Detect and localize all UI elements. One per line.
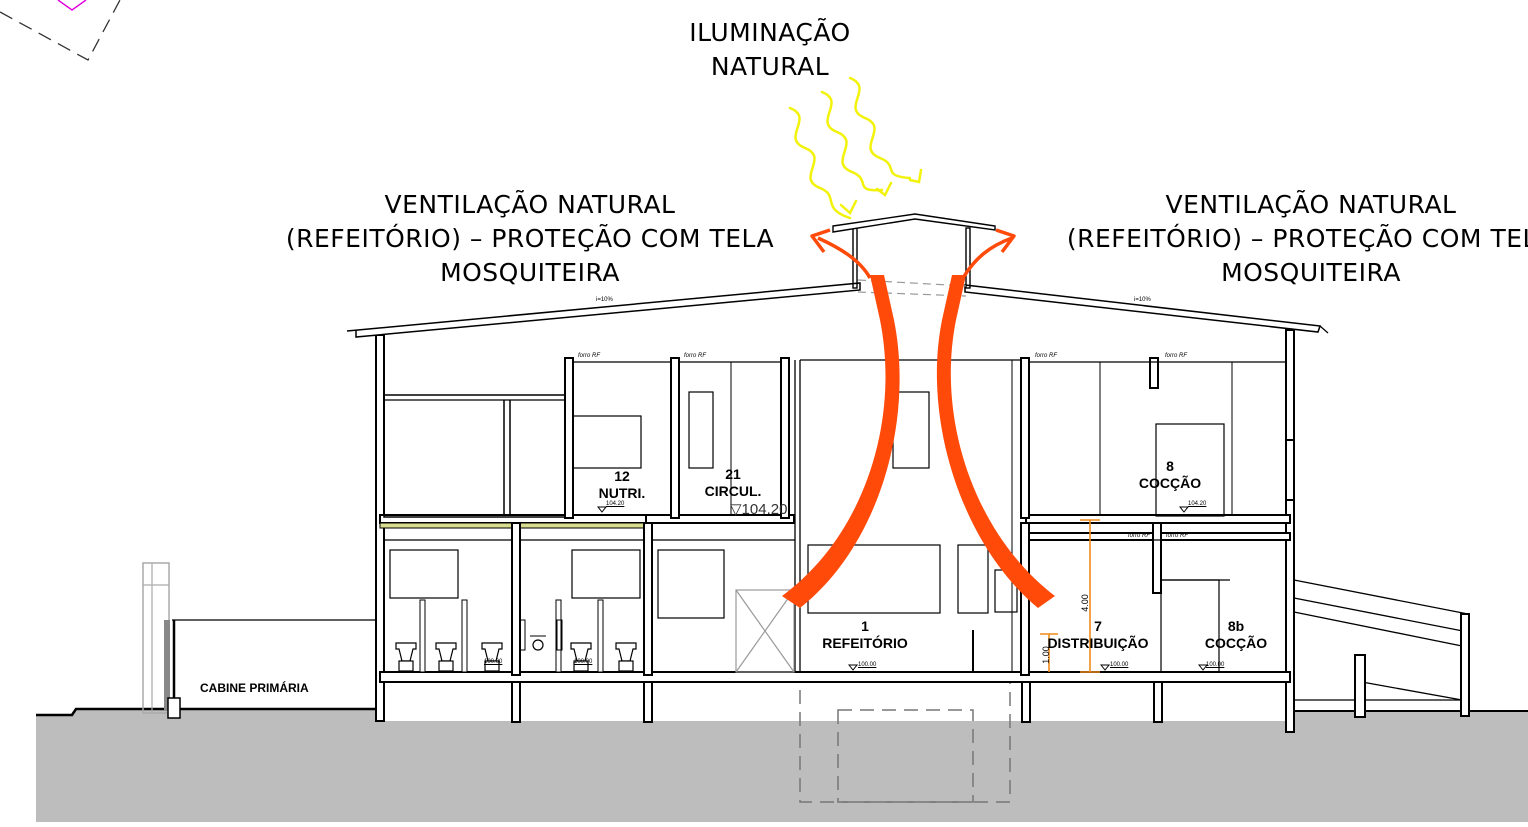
room-7-number: 7 — [1094, 618, 1102, 634]
ceiling-label-4: forro RF — [1165, 353, 1188, 359]
ventilation-left-label: VENTILAÇÃO NATURAL (REFEITÓRIO) – PROTEÇ… — [250, 188, 810, 290]
level-circulacao: ▽104.20 — [730, 501, 788, 518]
natural-light-label: ILUMINAÇÃO NATURAL — [660, 16, 880, 84]
toilet-fixtures — [395, 642, 637, 672]
room-8b-number: 8b — [1227, 618, 1245, 634]
plan-fragment — [0, 0, 121, 61]
ventilation-right-label: VENTILAÇÃO NATURAL (REFEITÓRIO) – PROTEÇ… — [1031, 188, 1528, 290]
ceiling-label-5: forro RF — [1128, 533, 1151, 539]
vent-left-line-3: MOSQUITEIRA — [440, 258, 620, 287]
ceiling-label-2: forro RF — [684, 353, 707, 359]
room-8-number: 8 — [1166, 458, 1174, 474]
room-12-label: 12 NUTRI. — [592, 468, 652, 502]
roof-slope-right: i=10% — [1134, 297, 1151, 303]
room-8b-label: 8b COCÇÃO — [1196, 618, 1276, 652]
room-8-label: 8 COCÇÃO — [1130, 458, 1210, 492]
ground-mass — [36, 681, 1528, 822]
airflow-arrows — [782, 228, 1055, 608]
level-distribuicao: 100.00 — [1110, 662, 1129, 668]
level-markers — [596, 506, 1209, 671]
room-8-name: COCÇÃO — [1138, 475, 1202, 491]
natural-light-line-1: ILUMINAÇÃO — [689, 18, 851, 47]
dimension-height: 4.00 — [1079, 594, 1090, 612]
ceiling-label-3: forro RF — [1035, 353, 1058, 359]
room-7-label: 7 DISTRIBUIÇÃO — [1040, 618, 1156, 652]
level-wc-1: 100.00 — [484, 659, 503, 665]
sunlight-icon — [788, 76, 923, 220]
room-8b-name: COCÇÃO — [1204, 635, 1268, 651]
roof — [346, 213, 1329, 338]
external-ramp — [1293, 579, 1470, 718]
room-12-name: NUTRI. — [598, 485, 646, 501]
ceiling-label-1: forro RF — [578, 353, 601, 359]
level-coccao-ground: 100.00 — [1206, 662, 1225, 668]
room-12-number: 12 — [614, 468, 630, 484]
room-7-name: DISTRIBUIÇÃO — [1047, 635, 1149, 651]
room-1-number: 1 — [861, 618, 869, 634]
room-21-name: CIRCUL. — [704, 483, 762, 499]
level-coccao-upper: 104.20 — [1188, 501, 1207, 507]
building-structure — [375, 329, 1295, 733]
vent-right-line-1: VENTILAÇÃO NATURAL — [1165, 190, 1457, 219]
dimension-lines — [1040, 519, 1100, 673]
ceiling-label-6: forro RF — [1166, 533, 1189, 539]
room-1-label: 1 REFEITÓRIO — [810, 618, 920, 652]
roof-slope-left: i=10% — [596, 297, 613, 303]
natural-light-line-2: NATURAL — [710, 52, 830, 81]
room-1-name: REFEITÓRIO — [822, 635, 908, 651]
dimension-sill: 1.00 — [1040, 646, 1051, 664]
cabine-primaria-label: CABINE PRIMÁRIA — [200, 681, 309, 695]
room-21-label: 21 CIRCUL. — [700, 466, 766, 500]
level-wc-2: 100.00 — [574, 659, 593, 665]
vent-left-line-1: VENTILAÇÃO NATURAL — [384, 190, 676, 219]
vent-right-line-3: MOSQUITEIRA — [1221, 258, 1401, 287]
level-refeitorio: 100.00 — [858, 662, 877, 668]
cabine-primaria-structure — [142, 562, 380, 719]
room-21-number: 21 — [725, 466, 741, 482]
vent-right-line-2: (REFEITÓRIO) – PROTEÇÃO COM TELA — [1066, 224, 1528, 253]
vent-left-line-2: (REFEITÓRIO) – PROTEÇÃO COM TELA — [285, 224, 775, 253]
level-nutri: 104.20 — [606, 501, 625, 507]
